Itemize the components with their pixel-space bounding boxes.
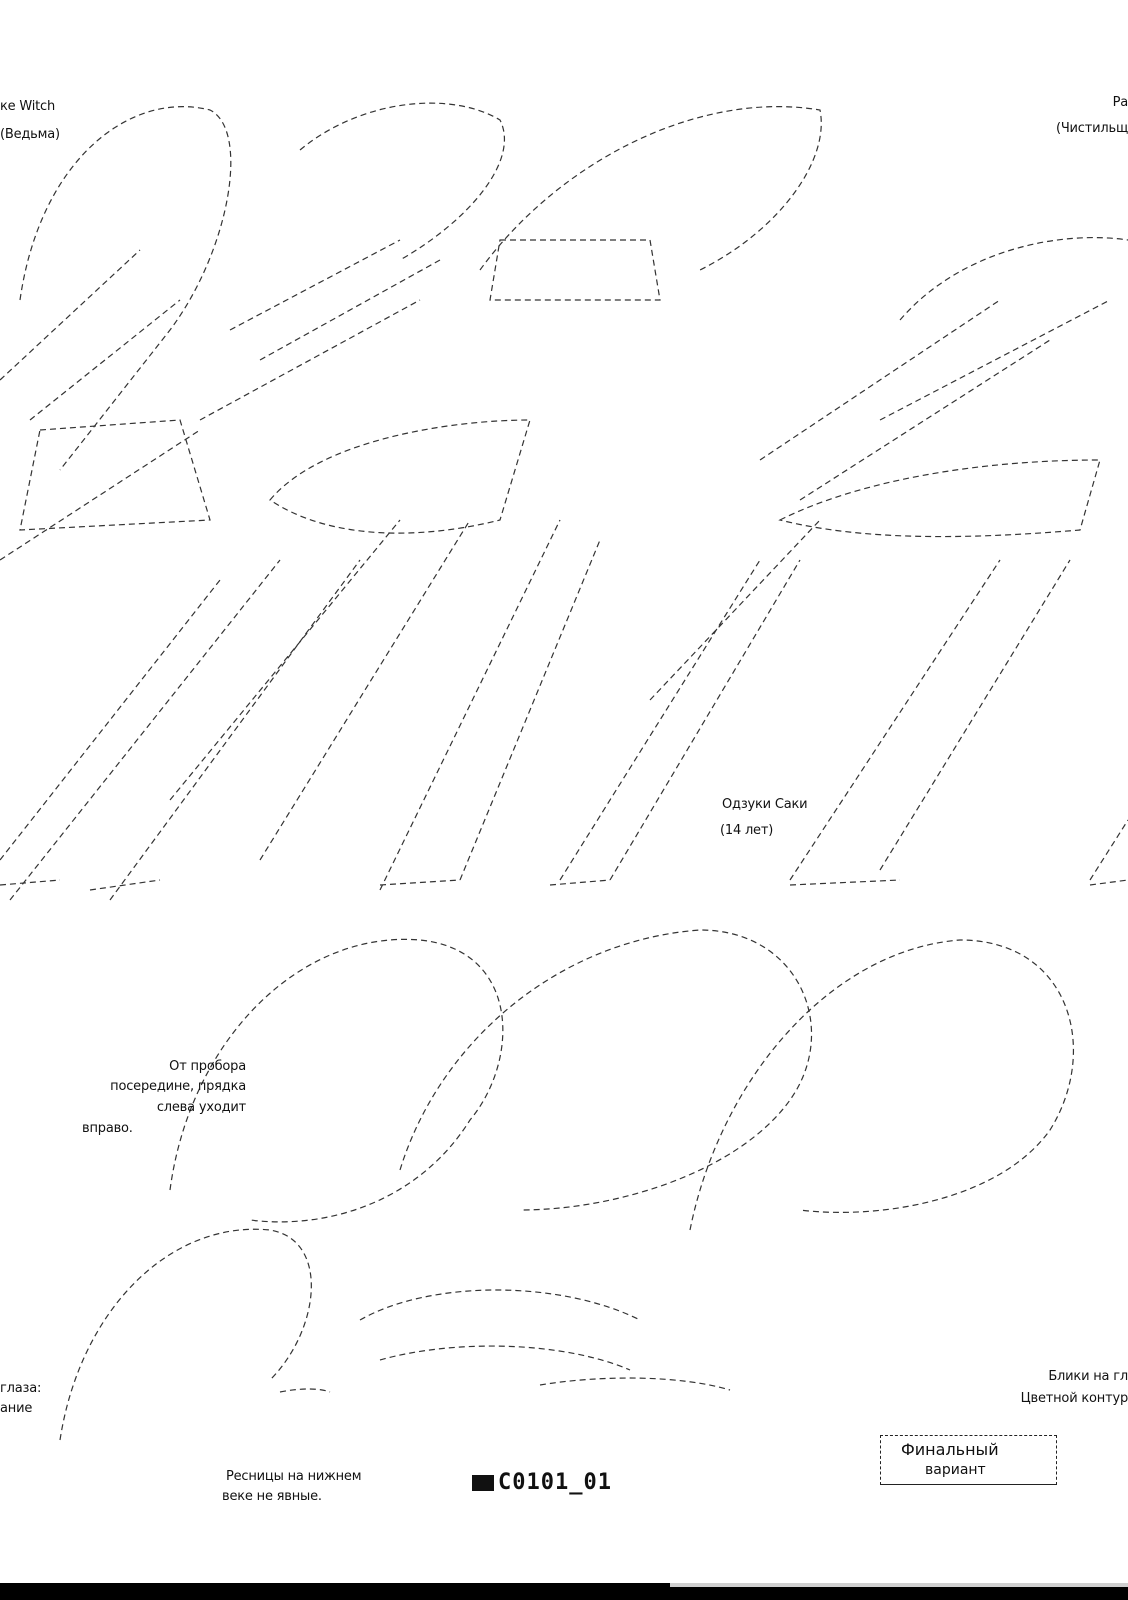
head-study-4 (59, 1228, 312, 1441)
label-age: (14 лет) (720, 823, 774, 838)
figure-1-body (0, 249, 201, 561)
figure-1-legs (0, 559, 361, 901)
final-version-sublabel: вариант (925, 1462, 986, 1478)
figure-2-hair (299, 102, 505, 261)
head-study-2 (399, 929, 813, 1211)
note-lashes-2: веке не явные. (222, 1489, 322, 1504)
note-parting-4: вправо. (82, 1121, 133, 1136)
figure-2-legs (169, 519, 601, 891)
note-lashes-1: Ресницы на нижнем (226, 1469, 362, 1484)
note-parting-2: посередине, прядка (110, 1079, 246, 1094)
label-witch-1: ке Witch (0, 99, 56, 114)
figure-4-skirt (778, 459, 1101, 538)
figure-4-legs (789, 559, 1128, 881)
figure-1-hair (19, 106, 232, 471)
final-version-box: Финальный вариант (880, 1435, 1057, 1485)
eye-study (279, 1289, 731, 1393)
label-cleaner-2: (Чистильщ (1055, 121, 1128, 136)
figure-4-body (759, 299, 1111, 501)
label-eyes-1: глаза: (0, 1381, 42, 1396)
head-study-1 (169, 938, 504, 1223)
label-eyes-2: ание (0, 1401, 33, 1416)
note-highlights-2: Цветной контур (1020, 1391, 1128, 1406)
figure-3-collar (489, 239, 661, 301)
code-block-mark (472, 1475, 494, 1491)
figure-3-legs (559, 519, 821, 881)
bottom-bar-highlight (670, 1583, 1128, 1587)
feet (0, 879, 1128, 891)
figure-1-skirt (19, 419, 211, 531)
note-parting-3: слева уходит (156, 1100, 246, 1115)
figure-4-hair (899, 237, 1128, 321)
label-ozuki-saki: Одзуки Саки (722, 797, 808, 812)
sheet-code: C0101_01 (472, 1470, 612, 1495)
figure-3-hair (479, 106, 822, 271)
label-cleaner-1: Ра (1112, 95, 1128, 110)
figure-2-body (199, 239, 441, 421)
label-witch-2: (Ведьма) (0, 127, 60, 142)
head-study-3 (689, 939, 1074, 1231)
note-parting-1: От проборa (169, 1059, 246, 1074)
final-version-label: Финальный (901, 1440, 999, 1459)
note-highlights-1: Блики на гл (1048, 1369, 1128, 1384)
bottom-bar (0, 1583, 1128, 1600)
sheet-code-text: C0101_01 (498, 1470, 612, 1495)
figure-2-skirt (269, 419, 531, 534)
